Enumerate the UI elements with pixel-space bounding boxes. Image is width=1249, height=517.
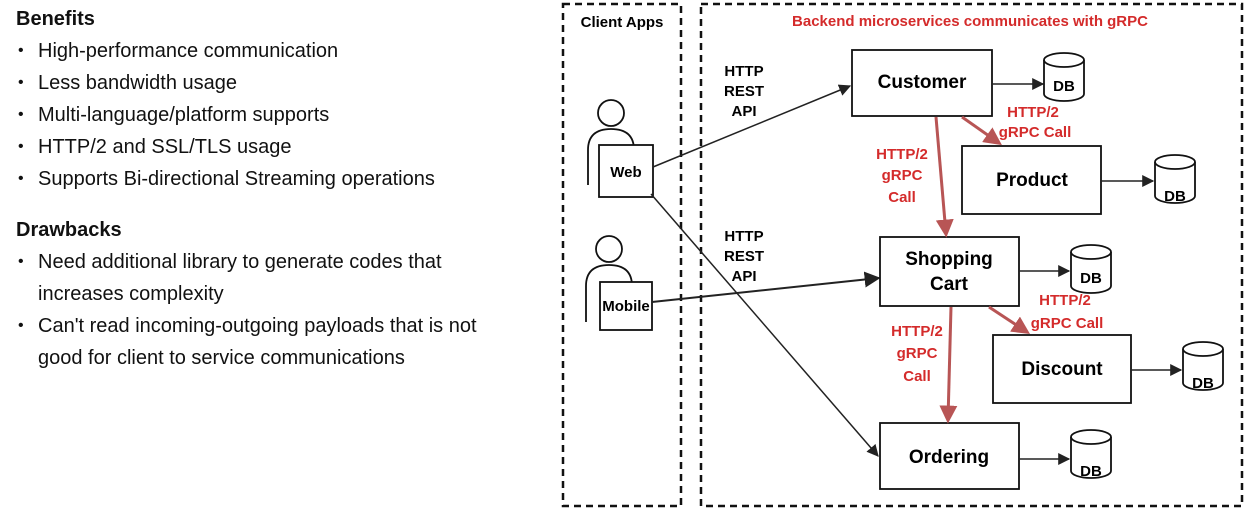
benefit-item: Less bandwidth usage — [16, 67, 536, 99]
grpc-label-shopping-ordering: HTTP/2 gRPC Call — [891, 323, 943, 385]
discount-db-label: DB — [1192, 375, 1214, 392]
customer-db-label: DB — [1053, 78, 1075, 95]
svg-text:HTTP/2: HTTP/2 — [891, 323, 943, 340]
discount-service-box — [992, 334, 1132, 404]
drawback-item: Can't read incoming-outgoing payloads th… — [16, 310, 506, 374]
ordering-db-icon — [1070, 429, 1112, 479]
product-db-label: DB — [1164, 188, 1186, 205]
web-user-icon — [587, 99, 635, 185]
benefit-item: High-performance communication — [16, 35, 536, 67]
drawbacks-title: Drawbacks — [16, 219, 122, 241]
svg-text:REST: REST — [724, 83, 764, 100]
svg-text:API: API — [731, 268, 756, 285]
customer-to-shopping-grpc-arrow — [934, 116, 954, 238]
shopping-cart-label-2: Cart — [930, 274, 969, 295]
shopping-to-ordering-grpc-arrow — [939, 306, 958, 424]
benefit-item: Multi-language/platform supports — [16, 99, 536, 131]
svg-text:Call: Call — [888, 189, 916, 206]
rest-label-mobile: HTTP REST API — [724, 228, 764, 285]
drawback-item: Need additional library to generate code… — [16, 246, 506, 310]
svg-text:HTTP: HTTP — [724, 228, 763, 245]
web-client-label: Web — [610, 164, 641, 181]
svg-text:gRPC: gRPC — [882, 167, 923, 184]
client-apps-container — [561, 2, 683, 508]
customer-service-label: Customer — [878, 72, 967, 93]
drawbacks-list: Need additional library to generate code… — [16, 246, 506, 374]
web-to-ordering-arrow — [650, 193, 879, 457]
customer-service-box — [851, 49, 993, 117]
ordering-db-label: DB — [1080, 463, 1102, 480]
discount-service-label: Discount — [1021, 359, 1103, 380]
customer-to-product-grpc-arrow — [961, 115, 1002, 146]
shopping-to-discount-grpc-arrow — [988, 305, 1031, 334]
ordering-service-label: Ordering — [909, 447, 989, 468]
backend-container — [699, 2, 1244, 508]
grpc-label-shopping-discount: HTTP/2 gRPC Call — [1031, 292, 1104, 332]
svg-text:HTTP: HTTP — [724, 63, 763, 80]
svg-text:gRPC Call: gRPC Call — [1031, 315, 1104, 332]
grpc-label-customer-shopping: HTTP/2 gRPC Call — [876, 146, 928, 206]
product-service-box — [961, 145, 1102, 215]
shopping-cart-label-1: Shopping — [905, 249, 993, 270]
svg-text:HTTP/2: HTTP/2 — [876, 146, 928, 163]
text-panel: Benefits High-performance communication … — [16, 8, 536, 374]
svg-text:REST: REST — [724, 248, 764, 265]
ordering-service-box — [879, 422, 1020, 490]
mobile-user-icon — [585, 235, 633, 322]
client-apps-title: Client Apps — [581, 14, 664, 31]
mobile-client-label: Mobile — [602, 298, 650, 315]
shopping-db-label: DB — [1080, 270, 1102, 287]
svg-text:Call: Call — [903, 368, 931, 385]
product-db-icon — [1154, 154, 1196, 204]
benefit-item: HTTP/2 and SSL/TLS usage — [16, 131, 536, 163]
benefits-list: High-performance communication Less band… — [16, 35, 536, 195]
svg-text:HTTP/2: HTTP/2 — [1039, 292, 1091, 309]
customer-db-icon — [1043, 52, 1085, 102]
web-to-customer-arrow — [652, 84, 852, 168]
rest-label-web: HTTP REST API — [724, 63, 764, 120]
benefit-item: Supports Bi-directional Streaming operat… — [16, 163, 536, 195]
discount-db-icon — [1182, 341, 1224, 391]
svg-text:gRPC: gRPC — [897, 345, 938, 362]
backend-title: Backend microservices communicates with … — [792, 13, 1148, 30]
shopping-db-icon — [1070, 244, 1112, 294]
shopping-cart-service-box — [879, 236, 1020, 307]
grpc-label-customer-product: HTTP/2 gRPC Call — [999, 104, 1072, 141]
web-client-box — [598, 144, 654, 198]
svg-text:HTTP/2: HTTP/2 — [1007, 104, 1059, 121]
mobile-to-shopping-arrow — [651, 271, 881, 303]
mobile-client-box — [599, 281, 653, 331]
svg-text:API: API — [731, 103, 756, 120]
product-service-label: Product — [996, 170, 1068, 191]
benefits-title: Benefits — [16, 8, 95, 30]
svg-text:gRPC Call: gRPC Call — [999, 124, 1072, 141]
